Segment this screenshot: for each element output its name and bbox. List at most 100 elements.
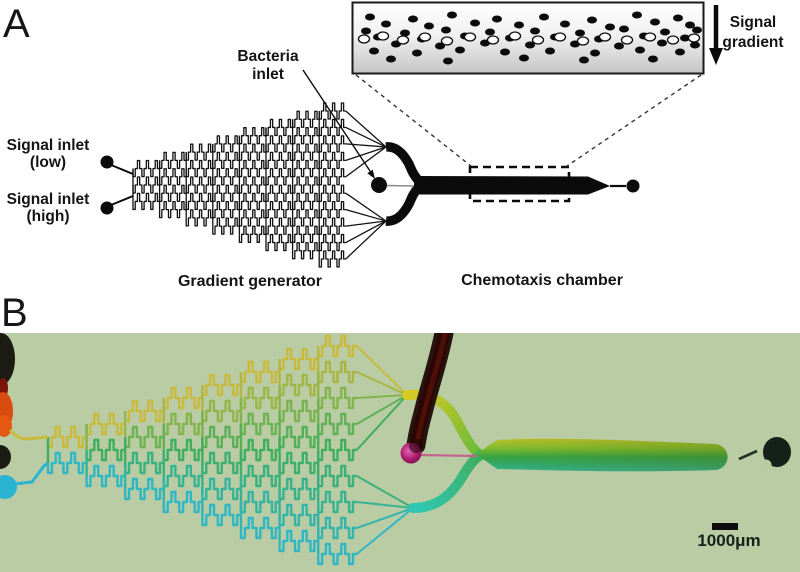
- bacterium-dot: [587, 16, 597, 24]
- bacterium-dot: [614, 42, 624, 50]
- bacterium-dot: [590, 49, 600, 57]
- serpentine-channel: [212, 184, 240, 202]
- signal-inlet-high-label-line2: (high): [26, 208, 69, 225]
- panel-b-photo: 1000μm: [0, 323, 800, 572]
- bacteria-tube-core: [414, 330, 448, 446]
- outlet-line-b: [738, 449, 758, 461]
- inlet-channel-yellow: [8, 428, 49, 441]
- serpentine-channel: [212, 168, 240, 186]
- bacterium-dot: [369, 47, 379, 55]
- serpentine-channel: [158, 184, 187, 202]
- dye-serpentine: [201, 451, 241, 475]
- bacteria-inlet-label-line1: Bacteria: [237, 48, 299, 65]
- dye-serpentine: [278, 477, 319, 501]
- bacterium-dot: [500, 48, 510, 56]
- bacterium-open-dot: [687, 33, 701, 43]
- bacterium-dot: [632, 11, 642, 19]
- bacterium-open-dot: [418, 32, 432, 42]
- bacterium-dot: [675, 48, 685, 56]
- bacterium-open-dot: [396, 35, 410, 45]
- bacterium-dot: [648, 55, 658, 63]
- bacterium-open-dot: [486, 35, 500, 45]
- bacteria-dots-group: [357, 11, 702, 65]
- serpentine-channel: [291, 143, 320, 161]
- outlet-notch: [760, 459, 772, 471]
- dye-serpentine: [201, 503, 241, 527]
- serpentine-channel: [132, 159, 160, 178]
- dye-serpentine: [162, 464, 203, 488]
- bacterium-dot: [412, 49, 422, 57]
- signal-gradient-label-line2: gradient: [722, 34, 783, 51]
- bacterium-dot: [545, 47, 555, 55]
- bacterium-dot: [435, 42, 445, 50]
- dye-serpentine: [239, 490, 280, 514]
- inlet-channel-cyan: [14, 461, 49, 486]
- bacterium-dot: [492, 15, 502, 23]
- dye-serpentine: [85, 412, 126, 436]
- fan-line: [345, 110, 387, 148]
- panel-b-label: B: [1, 291, 28, 335]
- dye-serpentine: [239, 464, 280, 488]
- serpentine-channel: [265, 217, 293, 235]
- serpentine-channel: [158, 168, 187, 186]
- serpentine-channel: [265, 151, 293, 169]
- bacterium-open-dot: [440, 36, 454, 46]
- bacterium-dot: [579, 56, 589, 64]
- bacterium-dot: [530, 27, 540, 35]
- bacterium-dot: [685, 21, 695, 29]
- dye-serpentine: [278, 399, 319, 423]
- bacterium-dot: [605, 23, 615, 31]
- serpentine-channel: [212, 217, 240, 235]
- bacteria-inlet-port: [371, 177, 387, 193]
- chemotaxis-chamber-channel: [414, 176, 610, 195]
- dye-fan-line: [356, 371, 408, 396]
- dye-serpentine: [239, 412, 280, 436]
- bacteria-stream-line: [419, 453, 478, 458]
- dye-serpentine: [278, 451, 319, 475]
- bacterium-dot: [424, 22, 434, 30]
- bacterium-open-dot: [508, 31, 522, 41]
- serpentine-channel: [212, 135, 240, 153]
- serpentine-channel: [185, 159, 213, 178]
- signal-inlet-low-port: [100, 155, 114, 169]
- serpentine-channel: [185, 209, 213, 227]
- serpentine-channel: [318, 102, 346, 120]
- fan-line: [345, 209, 387, 222]
- serpentine-channel: [158, 201, 187, 219]
- bacterium-dot: [525, 41, 535, 49]
- chemotaxis-channel-shade: [476, 438, 728, 472]
- serpentine-channel: [158, 151, 187, 169]
- gradient-generator-caption: Gradient generator: [178, 273, 322, 290]
- bacterium-dot: [361, 27, 371, 35]
- dye-serpentine: [162, 490, 203, 514]
- merge-channel-top: [385, 142, 423, 185]
- dye-network: [46, 334, 414, 566]
- dye-fan-line: [356, 475, 414, 509]
- bacterium-dot: [692, 26, 702, 34]
- dye-serpentine: [278, 529, 319, 553]
- dye-serpentine: [239, 516, 280, 540]
- projection-line-left: [355, 74, 472, 167]
- bacterium-dot: [660, 28, 670, 36]
- serpentine-channel: [291, 242, 320, 260]
- panel-a-label: A: [3, 2, 30, 46]
- bacterium-open-dot: [553, 32, 567, 42]
- dye-serpentine: [278, 347, 319, 371]
- serpentine-channel: [265, 201, 293, 219]
- bacterium-dot: [539, 13, 549, 21]
- dye-serpentine: [201, 477, 241, 501]
- bacterium-dot: [519, 54, 529, 62]
- serpentine-channel: [238, 209, 267, 227]
- bacterium-dot: [575, 29, 585, 37]
- dye-serpentine: [162, 412, 203, 436]
- serpentine-channel: [238, 127, 267, 145]
- dye-serpentine: [201, 399, 241, 423]
- serpentine-channel: [291, 176, 320, 194]
- dye-serpentine: [239, 360, 280, 384]
- serpentine-channel: [132, 176, 160, 194]
- dye-fan-line: [356, 507, 414, 555]
- bacterium-dot: [690, 41, 700, 49]
- bacterium-dot: [485, 28, 495, 36]
- serpentine-channel: [265, 168, 293, 186]
